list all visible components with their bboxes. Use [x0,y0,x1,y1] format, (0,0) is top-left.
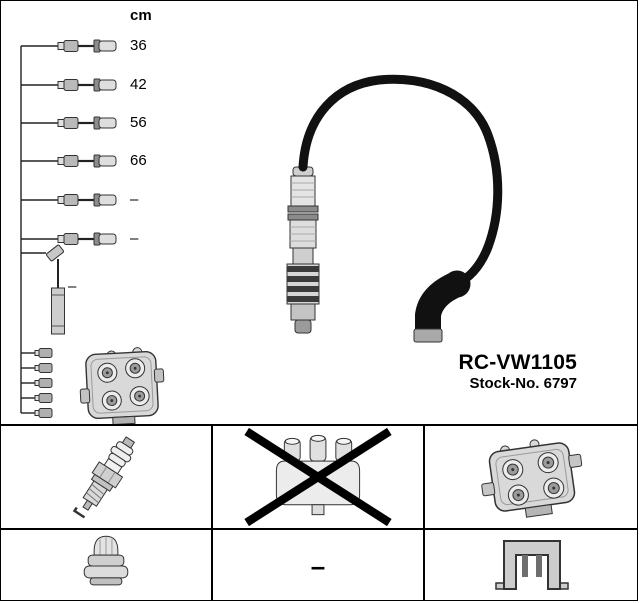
coil-stub-3 [20,377,53,389]
length-unit-label: cm [130,7,152,24]
bracket-connector-icon [495,540,569,590]
spark-plug-connector-drawing [286,166,320,334]
grid-cell-spark-plug [1,426,213,530]
stock-number: Stock-No. 6797 [469,375,577,392]
cable-row-5 [19,192,118,208]
cable-length-2: 42 [130,76,147,93]
coil-stub-2 [20,362,53,374]
cable-length-1: 36 [130,37,147,54]
cable-length-4: 66 [130,152,147,169]
cable-length-diagram [19,38,118,419]
cable-row-3 [19,115,118,131]
cable-length-6: – [130,230,139,247]
rubber-cap-icon [83,535,129,586]
elbow-boot-drawing [413,270,471,343]
spark-plug-icon [72,436,136,519]
sensor-length-label: – [68,278,77,295]
ignition-coil-drawing [79,347,165,424]
coil-stub-4 [20,392,53,404]
part-identification: RC-VW1105 Stock-No. 6797 [458,351,577,393]
part-number: RC-VW1105 [458,351,577,374]
cable-row-4 [19,153,118,169]
grid-cell-distributor-cap [213,426,425,530]
applicability-grid: – [1,424,637,600]
main-illustration [19,38,503,424]
grid-cell-ignition-coil [425,426,637,530]
grid-cell-bracket [425,530,637,600]
coil-stub-1 [20,347,53,359]
grid-cell-dash: – [213,530,425,600]
sensor-cable-drawing [21,244,65,335]
ignition-cable-drawing [298,74,503,289]
cable-row-2 [19,77,118,93]
cable-row-6 [19,231,118,247]
ignition-coil-icon [481,439,583,518]
distributor-cap-crossed-icon [244,427,392,527]
coil-stub-5 [20,407,53,419]
cable-length-5: – [130,191,139,208]
grid-cell-rubber-cap [1,530,213,600]
not-applicable-cross [244,427,392,527]
coil-towers [97,358,150,411]
cable-length-3: 56 [130,114,147,131]
cable-row-1 [19,38,118,54]
